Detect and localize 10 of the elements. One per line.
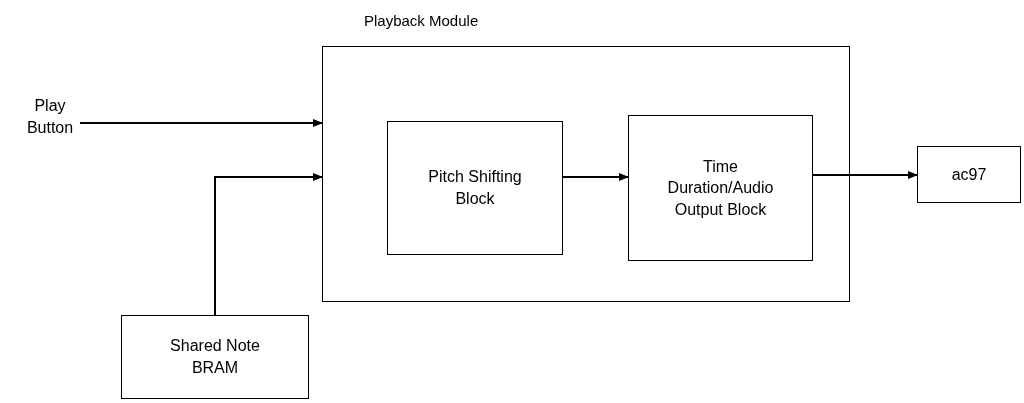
process-box: Pitch Shifting Block [387,121,563,255]
arrow [812,171,918,179]
memory-box: Shared Note BRAM [121,315,309,399]
process-box: Time Duration/Audio Output Block [628,115,813,261]
process-box: ac97 [917,146,1021,203]
arrow [562,173,629,181]
input-label: Play Button [14,94,86,140]
arrow [214,173,323,316]
arrow [79,119,323,127]
module-title: Playback Module [364,11,479,31]
